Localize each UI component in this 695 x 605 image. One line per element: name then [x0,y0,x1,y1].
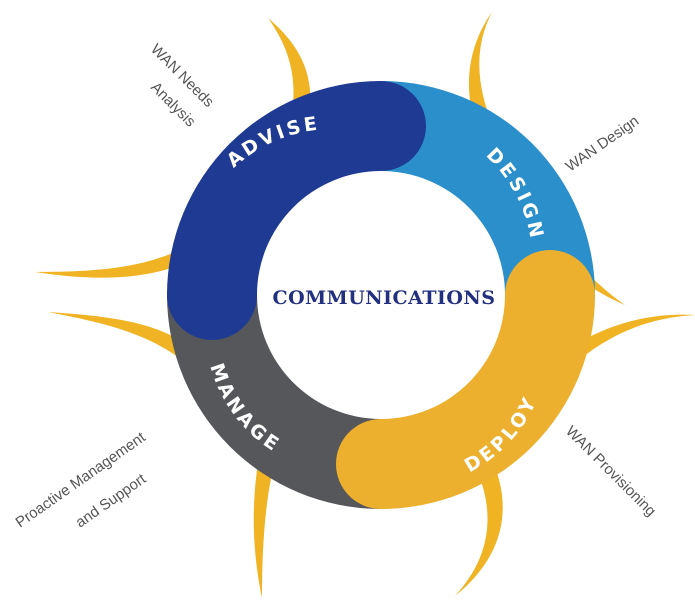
flare-left-upper [35,242,200,278]
cycle-ring [167,81,595,510]
flare-left-lower [48,312,188,360]
flare-bottom-left [253,440,278,598]
flare-bottom-right [455,470,503,596]
annotation-design: WAN Design [563,112,643,175]
center-title: COMMUNICATIONS [272,287,495,309]
segment-deploy [336,250,595,509]
segment-advise [167,81,426,340]
annotation-deploy: WAN Provisioning [562,423,659,520]
